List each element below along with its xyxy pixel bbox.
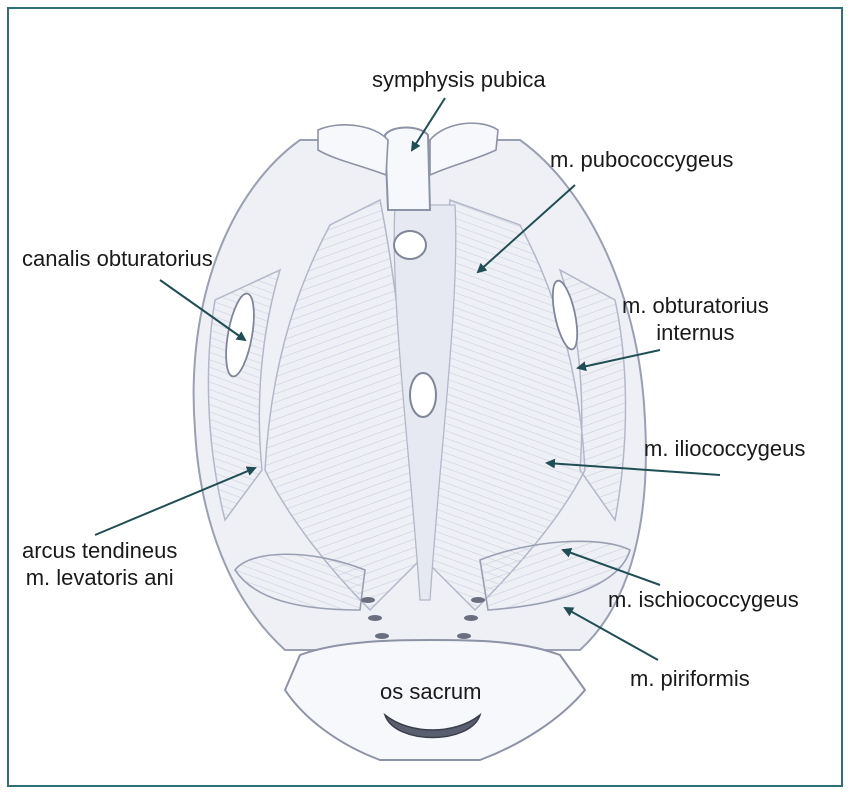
label-arcus-tendineus-line2: m. levatoris ani [25,565,174,590]
label-os-sacrum: os sacrum [380,679,482,704]
pubic-bone-right [429,122,499,177]
label-m-ischiococcygeus: m. ischiococcygeus [608,587,799,612]
vaginal-opening [409,372,437,418]
label-arcus-tendineus: arcus tendineus m. levatoris ani [22,537,177,591]
label-m-obturatorius-internus: m. obturatorius internus [622,292,769,346]
pubic-bone-left [317,124,389,177]
label-arcus-tendineus-line1: arcus tendineus [22,538,178,563]
urethral-opening [393,230,427,260]
obturator-canal-right [551,279,579,351]
arrow-symphysis-pubica [410,97,446,152]
label-m-iliococcygeus: m. iliococcygeus [644,436,806,461]
arrow-arcus-tendineus [94,466,257,536]
os-sacrum-bone [283,639,587,761]
label-m-pubococcygeus: m. pubococcygeus [550,147,734,172]
arrow-m-iliococcygeus [545,458,721,476]
label-m-obturatorius-internus-line2: internus [656,320,735,345]
label-m-piriformis: m. piriformis [630,666,750,691]
symphysis-bone [383,126,432,211]
label-m-obturatorius-internus-line1: m. obturatorius [622,293,769,318]
sacral-hiatus [383,712,482,739]
arrow-canalis-obturatorius [159,279,247,342]
leader-arrows [94,97,721,661]
arrow-m-ischiococcygeus [561,548,661,586]
obturatorius-internus-left [207,268,282,522]
sacral-foramina [361,597,485,639]
label-symphysis-pubica: symphysis pubica [372,67,546,92]
arrow-m-piriformis [563,607,659,661]
ischiococcygeus-left [234,553,366,611]
ischiococcygeus-right [479,540,631,611]
label-canalis-obturatorius: canalis obturatorius [22,246,213,271]
arrow-m-obturatorius-internus [576,349,661,372]
arrow-m-pubococcygeus [476,184,576,274]
